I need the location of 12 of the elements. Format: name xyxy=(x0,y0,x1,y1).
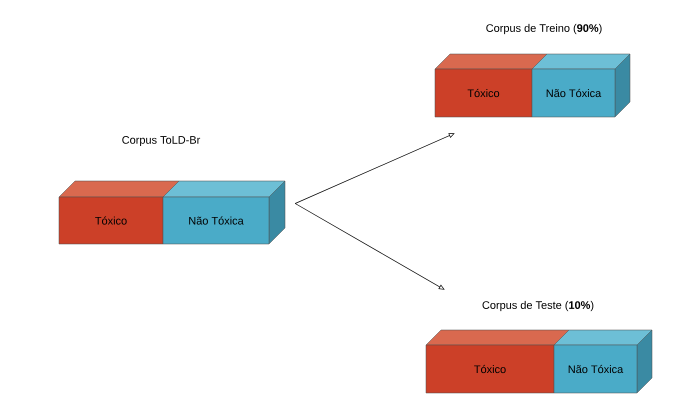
box-face: Tóxico xyxy=(426,344,554,394)
box-title: Corpus de Treino (90%) xyxy=(486,24,602,34)
box-prism xyxy=(434,54,630,118)
box-title: Corpus ToLD-Br xyxy=(122,136,200,146)
box-prism xyxy=(58,180,286,244)
box-face: Não Tóxica xyxy=(532,68,616,118)
box-face: Tóxico xyxy=(58,196,164,244)
box-prism xyxy=(426,330,652,394)
box-face: Não Tóxica xyxy=(554,344,638,394)
box-face: Não Tóxica xyxy=(162,196,270,244)
box-face: Tóxico xyxy=(434,68,532,118)
box-title: Corpus de Teste (10%) xyxy=(482,300,594,312)
